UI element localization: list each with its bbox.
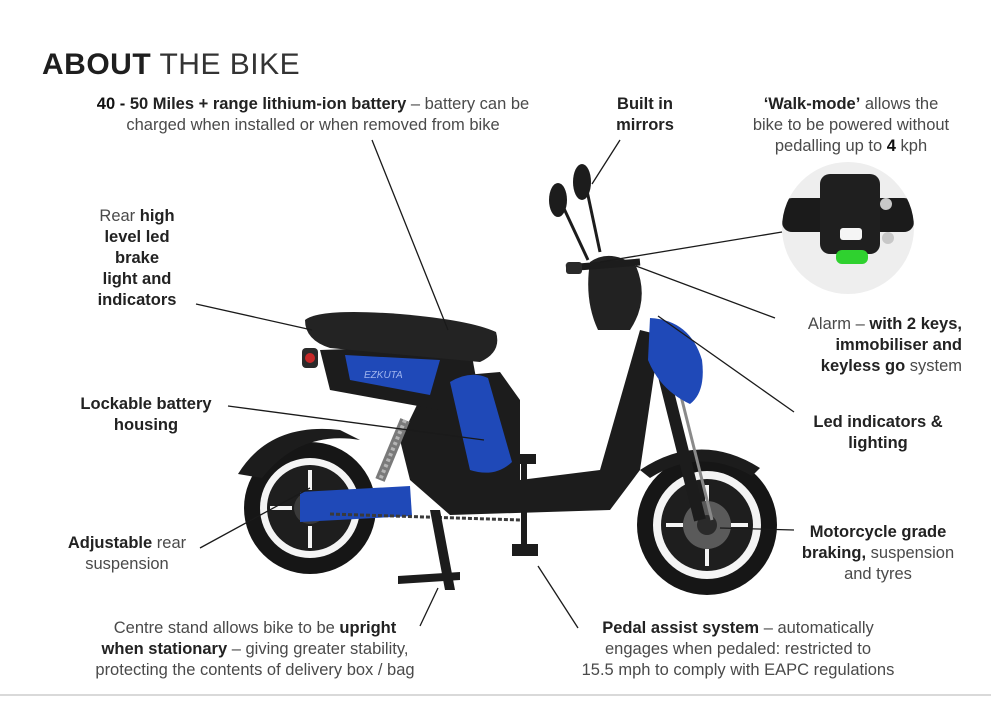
braking-annotation: Motorcycle grade braking, suspension and… <box>788 522 968 585</box>
walk-mode-line2: bike to be powered without <box>752 116 950 134</box>
battery-range-bold: 50 Miles + range lithium-ion battery <box>129 95 407 113</box>
battery-annotation: 40 - 50 Miles + range lithium-ion batter… <box>58 94 568 136</box>
battery-housing-line2: housing <box>113 416 179 434</box>
braking-line3: and tyres <box>844 565 912 583</box>
stand-line2-rest: – giving greater stability, <box>227 640 409 658</box>
suspension-line2: suspension <box>85 555 169 573</box>
alarm-line3-bold: keyless go <box>820 357 906 375</box>
stand-line3: protecting the contents of delivery box … <box>95 661 415 679</box>
suspension-bold: Adjustable <box>67 534 153 552</box>
brake-light-pre: Rear <box>99 207 140 225</box>
brake-light-annotation: Rear high level led brake light and indi… <box>82 206 192 311</box>
leader-lines <box>195 139 795 629</box>
brake-light-line2: level led <box>104 228 170 246</box>
bike-logo-text: EZKUTA <box>364 370 403 381</box>
braking-line1: Motorcycle grade <box>809 523 947 541</box>
walk-mode-line3a: pedalling up to <box>774 137 887 155</box>
led-indicators-annotation: Led indicators & lighting <box>792 412 964 454</box>
pedal-assist-annotation: Pedal assist system – automatically enga… <box>548 618 928 681</box>
alarm-line2: immobiliser and <box>835 336 962 354</box>
battery-text-rest: – battery can be <box>406 95 530 113</box>
mirrors-annotation: Built in mirrors <box>590 94 700 136</box>
battery-housing-line1: Lockable battery <box>80 395 212 413</box>
suspension-annotation: Adjustable rear suspension <box>52 533 202 575</box>
title-bold: ABOUT <box>42 48 152 81</box>
pedal-rest: – automatically <box>759 619 874 637</box>
brake-light-line4: light and <box>102 270 172 288</box>
front-wheel <box>637 455 777 595</box>
alarm-line3-rest: system <box>905 357 962 375</box>
alarm-bold1: with 2 keys, <box>869 315 962 333</box>
walk-mode-bold: ‘Walk-mode’ <box>763 95 861 113</box>
walk-mode-annotation: ‘Walk-mode’ allows the bike to be powere… <box>722 94 980 157</box>
walk-mode-speed: 4 <box>886 137 896 155</box>
braking-bold2: braking, <box>801 544 867 562</box>
battery-text-line2: charged when installed or when removed f… <box>126 116 500 134</box>
walk-mode-rest: allows the <box>860 95 939 113</box>
stand-line1-pre: Centre stand allows bike to be <box>113 619 340 637</box>
bottom-divider <box>0 694 991 696</box>
led-indicators-line2: lighting <box>848 434 908 452</box>
battery-range-number: 40 - <box>96 95 126 113</box>
alarm-annotation: Alarm – with 2 keys, immobiliser and key… <box>740 314 962 377</box>
stand-line2-bold: when stationary <box>101 640 228 658</box>
page-title: ABOUT THE BIKE <box>42 48 300 82</box>
pedal-line2: engages when pedaled: restricted to <box>604 640 871 658</box>
pedal-line3: 15.5 mph to comply with EAPC regulations <box>581 661 895 679</box>
walk-mode-inset <box>782 162 914 294</box>
pedal-bold: Pedal assist system <box>602 619 760 637</box>
battery-housing-annotation: Lockable battery housing <box>62 394 230 436</box>
brake-light-bold1: high <box>139 207 175 225</box>
centre-stand-annotation: Centre stand allows bike to be upright w… <box>60 618 450 681</box>
brake-light-line5: indicators <box>97 291 177 309</box>
walk-mode-line3b: kph <box>895 137 928 155</box>
alarm-pre: Alarm – <box>807 315 870 333</box>
mirrors-line2: mirrors <box>616 116 674 134</box>
led-indicators-line1: Led indicators & <box>813 413 943 431</box>
brake-light-line3: brake <box>114 249 160 267</box>
mirrors-line1: Built in <box>617 95 673 113</box>
title-light: THE BIKE <box>159 48 301 81</box>
suspension-rest: rear <box>152 534 187 552</box>
stand-line1-bold: upright <box>339 619 397 637</box>
braking-rest2: suspension <box>866 544 955 562</box>
